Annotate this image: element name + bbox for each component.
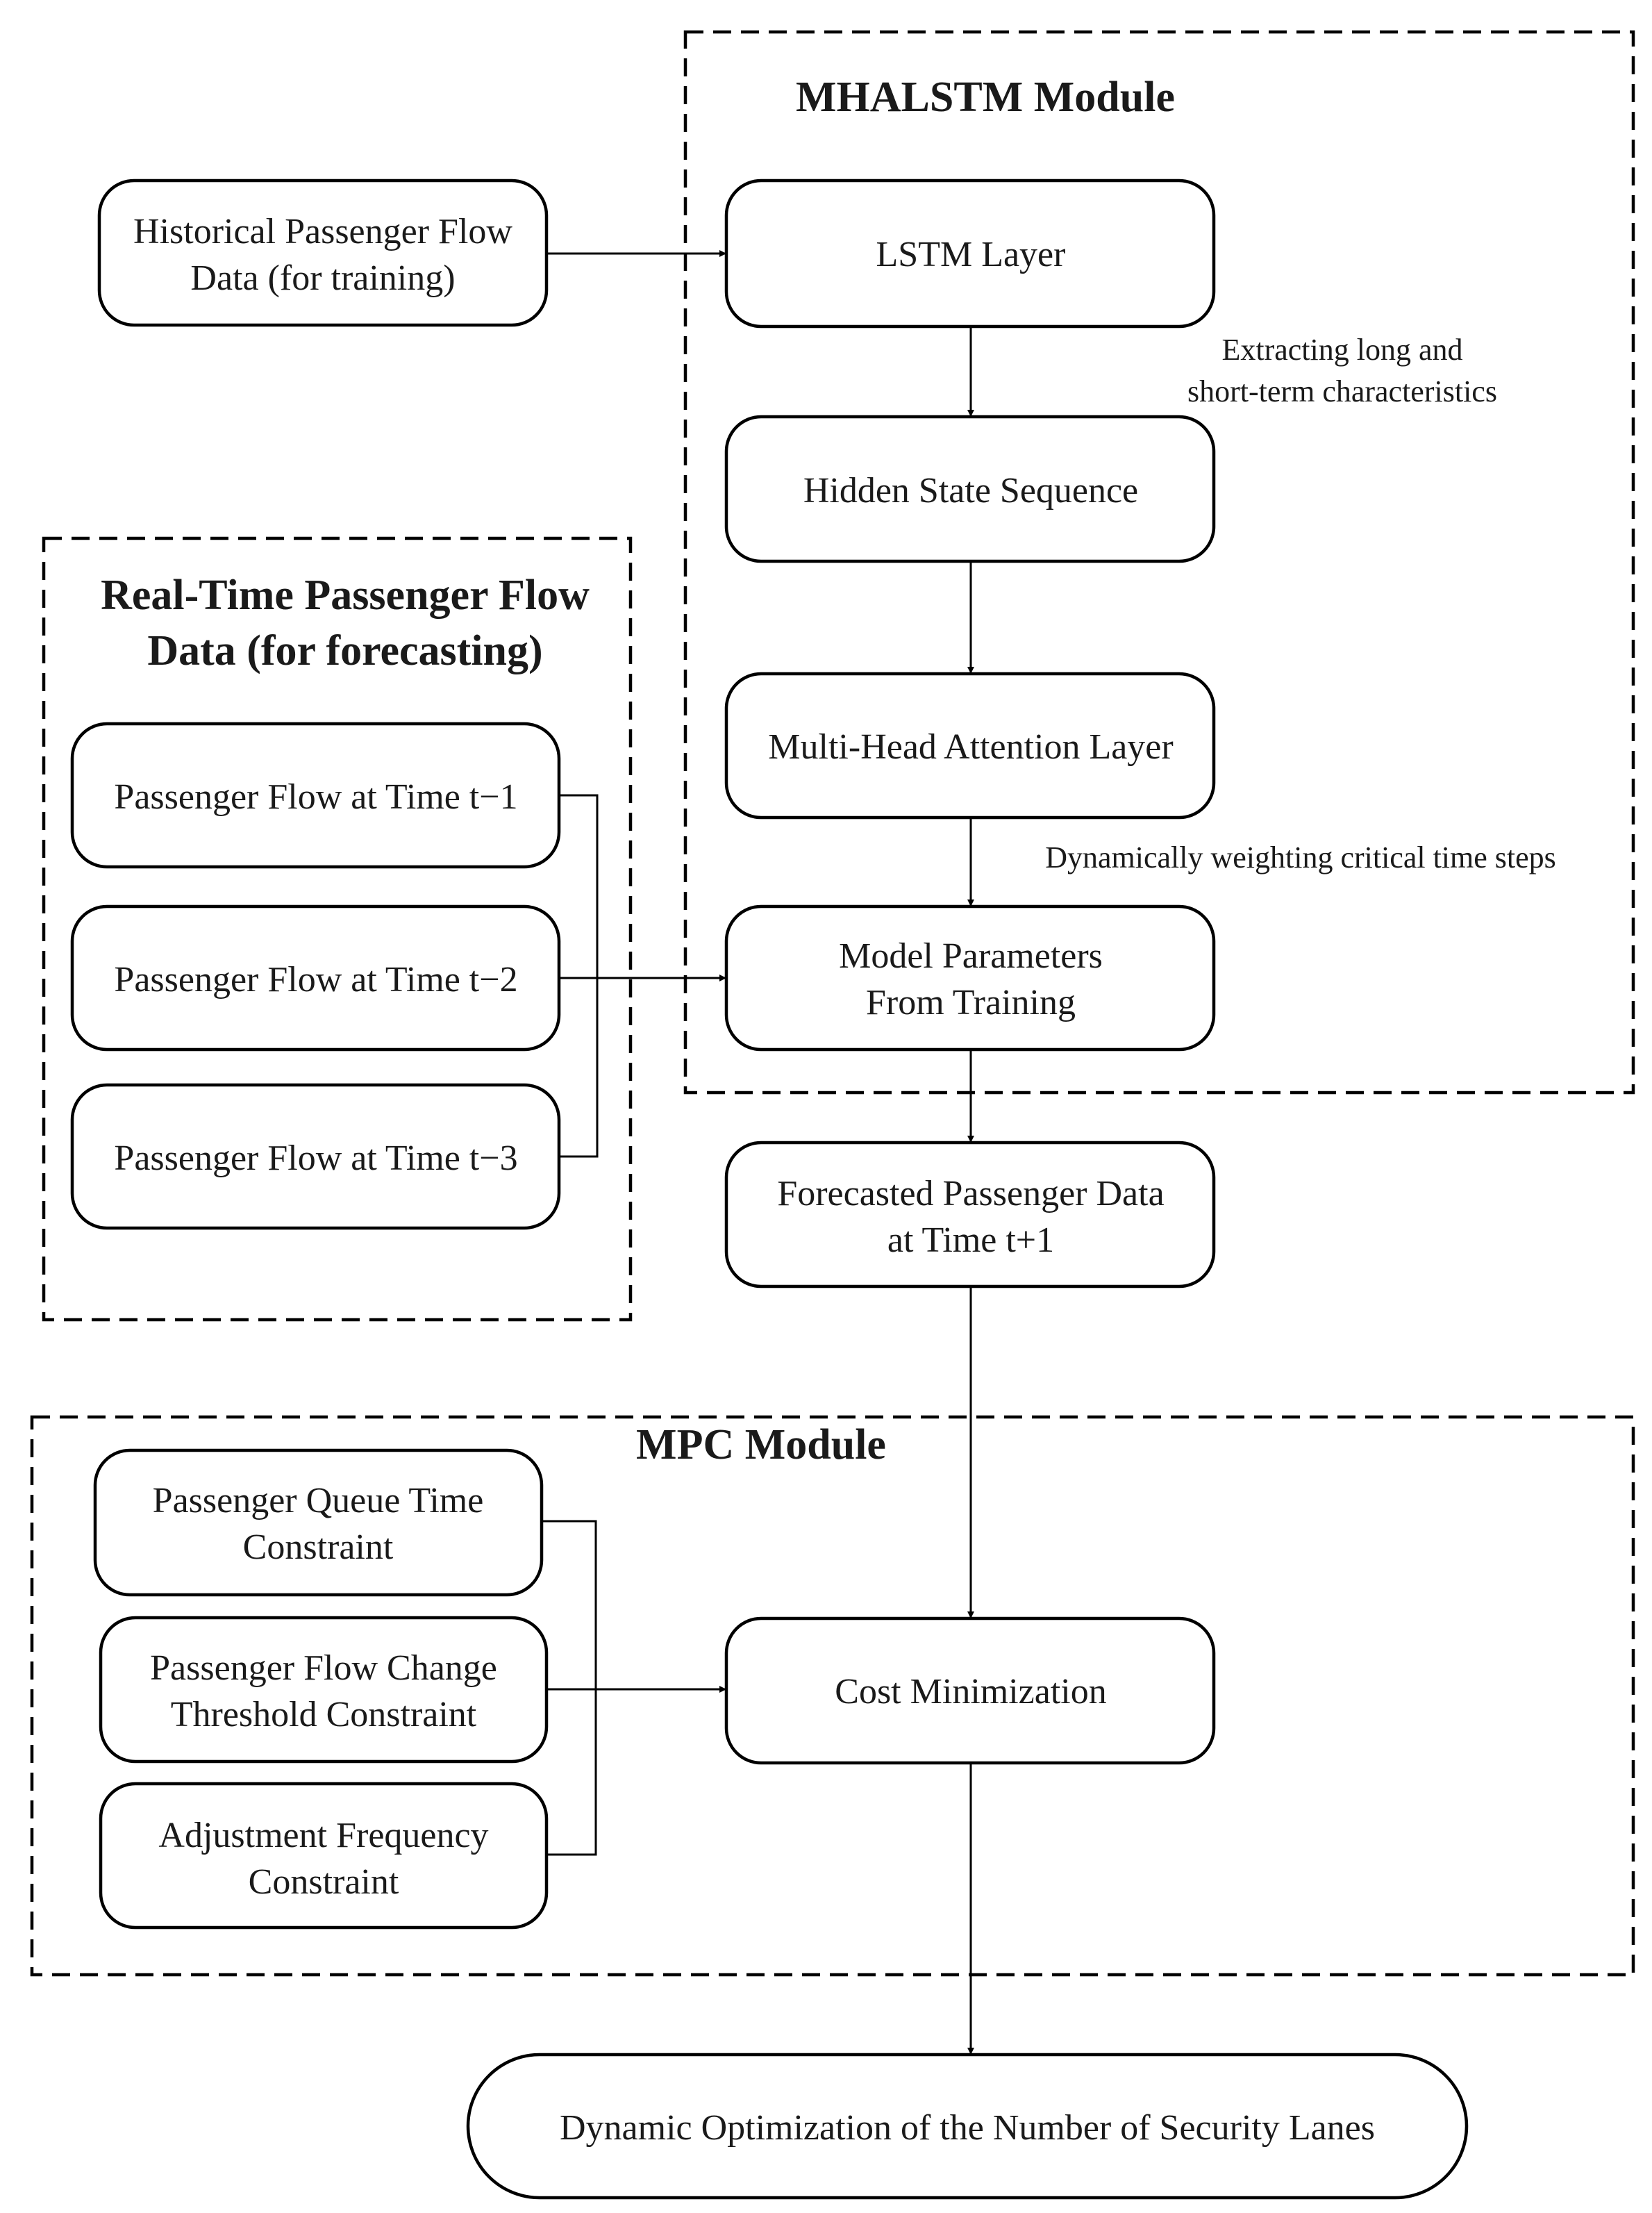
node-queue-constraint[interactable]: Passenger Queue Time Constraint	[93, 1448, 544, 1597]
mpc-module-frame	[30, 1415, 1635, 1977]
mhalstm-module-frame	[683, 30, 1635, 1095]
realtime-module-title-line1: Real-Time Passenger Flow	[101, 572, 590, 619]
node-hidden-state[interactable]: Hidden State Sequence	[724, 415, 1216, 563]
node-attention-layer[interactable]: Multi-Head Attention Layer	[724, 672, 1216, 820]
node-final-output-label: Dynamic Optimization of the Number of Se…	[560, 2108, 1375, 2148]
annotation-extract-line1: Extracting long and	[1221, 333, 1462, 367]
edges	[542, 250, 974, 2055]
node-adjust-constraint-line1: Adjustment Frequency	[158, 1816, 488, 1855]
edge-constraints-bracket	[542, 1520, 597, 1856]
node-model-params[interactable]: Model Parameters From Training	[724, 904, 1216, 1052]
realtime-module-title-line2: Data (for forecasting)	[147, 627, 542, 674]
node-historical[interactable]: Historical Passenger Flow Data (for trai…	[97, 179, 549, 327]
annotation-extract-line2: short-term characteristics	[1187, 374, 1497, 408]
node-flow-t1-label: Passenger Flow at Time t−1	[114, 777, 517, 817]
node-change-constraint-line1: Passenger Flow Change	[150, 1648, 497, 1688]
mpc-module-title: MPC Module	[636, 1421, 886, 1468]
node-model-params-line1: Model Parameters	[839, 936, 1103, 976]
node-adjust-constraint-line2: Constraint	[249, 1862, 399, 1902]
node-change-constraint-line2: Threshold Constraint	[171, 1695, 477, 1734]
node-forecast-line2: at Time t+1	[887, 1220, 1054, 1260]
node-adjust-constraint[interactable]: Adjustment Frequency Constraint	[99, 1782, 549, 1930]
node-flow-t2[interactable]: Passenger Flow at Time t−2	[70, 904, 561, 1052]
edge-realtime-bracket	[559, 794, 599, 1158]
node-historical-line1: Historical Passenger Flow	[133, 212, 512, 251]
node-final-output[interactable]: Dynamic Optimization of the Number of Se…	[466, 2053, 1469, 2200]
node-attention-layer-label: Multi-Head Attention Layer	[768, 727, 1173, 767]
node-queue-constraint-line1: Passenger Queue Time	[153, 1481, 484, 1520]
node-lstm-layer-label: LSTM Layer	[876, 235, 1066, 274]
mhalstm-module-title: MHALSTM Module	[796, 74, 1175, 121]
node-flow-t3-label: Passenger Flow at Time t−3	[114, 1138, 517, 1178]
node-flow-t2-label: Passenger Flow at Time t−2	[114, 960, 517, 1000]
node-cost-minimization[interactable]: Cost Minimization	[724, 1616, 1216, 1765]
node-model-params-line2: From Training	[866, 983, 1076, 1022]
node-lstm-layer[interactable]: LSTM Layer	[724, 179, 1216, 329]
node-forecast-line1: Forecasted Passenger Data	[777, 1174, 1164, 1213]
node-flow-t3[interactable]: Passenger Flow at Time t−3	[70, 1083, 561, 1230]
node-queue-constraint-line2: Constraint	[243, 1527, 394, 1567]
node-cost-minimization-label: Cost Minimization	[835, 1672, 1106, 1711]
node-historical-line2: Data (for training)	[190, 258, 455, 298]
node-hidden-state-label: Hidden State Sequence	[803, 471, 1138, 511]
node-flow-t1[interactable]: Passenger Flow at Time t−1	[70, 722, 561, 869]
node-change-constraint[interactable]: Passenger Flow Change Threshold Constrai…	[99, 1616, 549, 1764]
node-forecast[interactable]: Forecasted Passenger Data at Time t+1	[724, 1141, 1216, 1288]
annotation-weight: Dynamically weighting critical time step…	[1045, 840, 1556, 875]
realtime-module-frame	[42, 536, 633, 1322]
